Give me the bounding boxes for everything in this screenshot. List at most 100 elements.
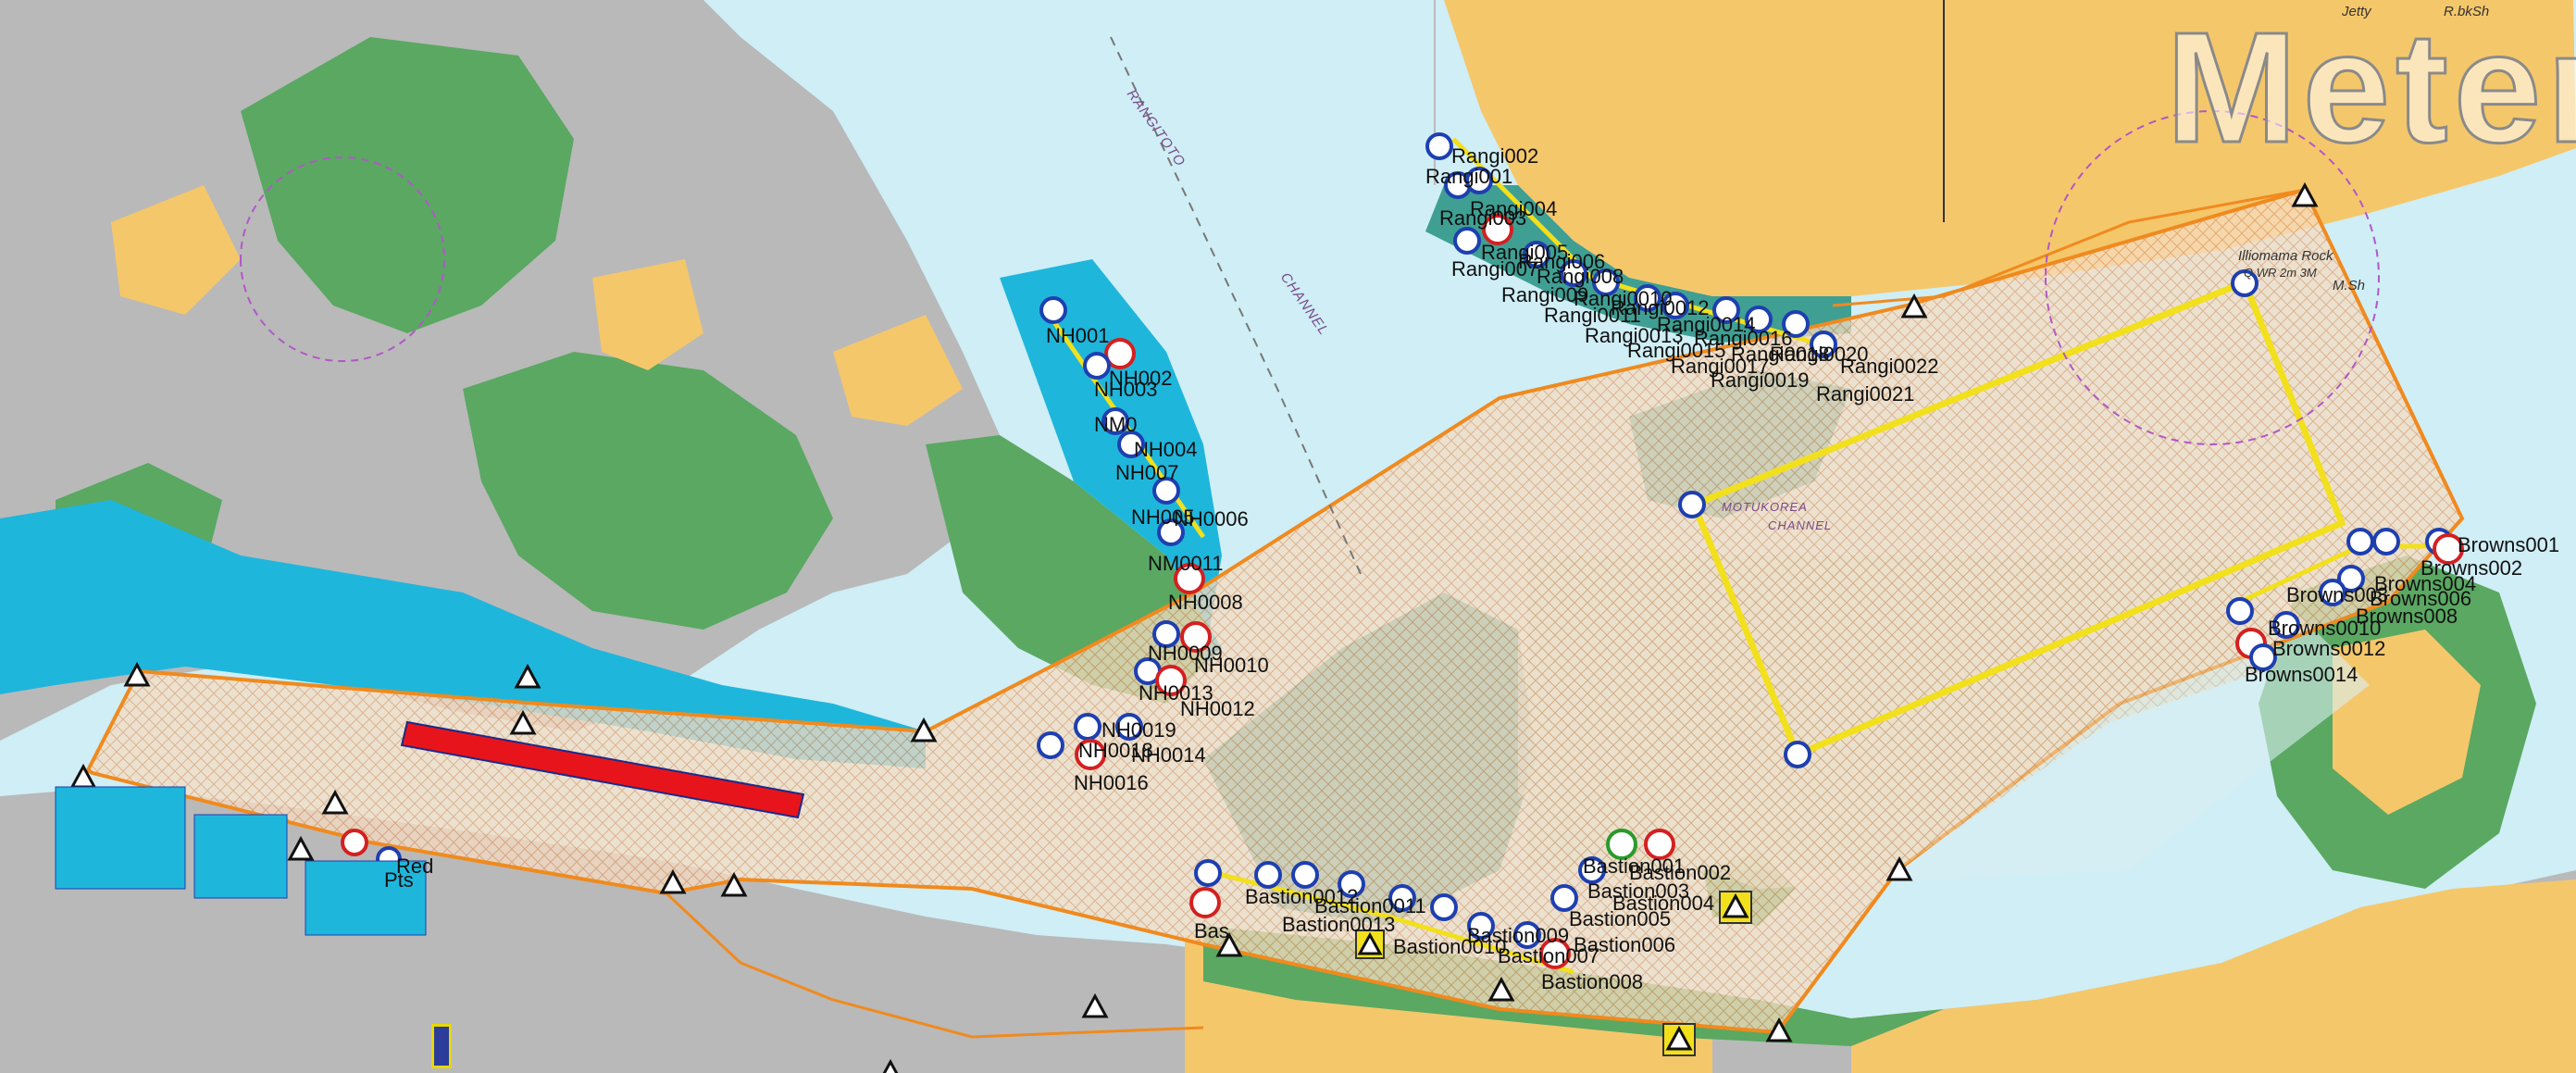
- mooring-label-browns001[interactable]: Browns001: [2458, 533, 2560, 556]
- watermark-text: Meter: [2164, 0, 2576, 176]
- mooring-label-rangi001[interactable]: Rangi001: [1425, 165, 1513, 188]
- mooring-buoy: [2249, 643, 2277, 671]
- mooring-label-nh003[interactable]: NH003: [1094, 378, 1158, 401]
- mooring-label-bastion011[interactable]: Bastion0011: [1314, 894, 1426, 917]
- mooring-label-rangi015[interactable]: Rangi0015: [1627, 339, 1726, 362]
- mooring-label-nh006[interactable]: NH0006: [1174, 507, 1249, 530]
- mooring-label-browns004[interactable]: Browns004: [2374, 572, 2477, 595]
- mooring-label-bastion007[interactable]: Bastion007: [1498, 944, 1600, 967]
- beacon-triangle: [509, 709, 537, 735]
- mooring-label-nh005[interactable]: NH005: [1131, 505, 1195, 529]
- mooring-label-rangi004[interactable]: Rangi004: [1470, 197, 1558, 220]
- yellow-beacon-group: [1355, 891, 1752, 1056]
- mooring-label-bastion002[interactable]: Bastion002: [1629, 861, 1732, 884]
- mooring-label-nh016[interactable]: NH0016: [1074, 771, 1149, 794]
- mooring-label-rangi019[interactable]: Rangi0019: [1711, 368, 1810, 392]
- mooring-label-rangi002[interactable]: Rangi002: [1451, 144, 1539, 168]
- mooring-buoy-red: [1075, 739, 1106, 770]
- mooring-label-nh008[interactable]: NH0008: [1168, 591, 1243, 614]
- mooring-label-rangi022[interactable]: Rangi0022: [1840, 355, 1939, 378]
- mooring-group-bastion[interactable]: [1189, 829, 1675, 969]
- park-area-2: [463, 352, 833, 630]
- mooring-buoy: [2272, 611, 2300, 639]
- mooring-label-wharf-red[interactable]: Red: [396, 855, 434, 878]
- mooring-label-nm0011[interactable]: NM0011: [1148, 552, 1224, 575]
- mooring-label-bastion008[interactable]: Bastion008: [1541, 970, 1644, 993]
- mooring-group-browns[interactable]: [2226, 528, 2464, 671]
- mooring-label-rangi009[interactable]: Rangi009: [1501, 283, 1589, 306]
- mooring-label-nh014[interactable]: NH0014: [1131, 743, 1206, 767]
- red-marker-bar[interactable]: [400, 720, 805, 819]
- mooring-label-bastion009[interactable]: Bastion009: [1467, 924, 1570, 947]
- mooring-buoy: [1634, 284, 1661, 312]
- mooring-label-rangi005[interactable]: Rangi005: [1481, 241, 1569, 264]
- mooring-label-rangi021[interactable]: Rangi0021: [1816, 382, 1915, 405]
- land-patch-3: [833, 315, 963, 426]
- mooring-label-browns002[interactable]: Browns002: [2420, 556, 2523, 580]
- mooring-label-nh018[interactable]: NH0018: [1078, 739, 1153, 762]
- beacon-triangle: [1900, 293, 1928, 318]
- mooring-label-rangi007[interactable]: Rangi007: [1451, 257, 1539, 281]
- mooring-label-bastion003[interactable]: Bastion003: [1587, 880, 1690, 903]
- beacon-triangle: [910, 717, 938, 742]
- mooring-label-bastion012[interactable]: Bastion0012: [1245, 885, 1359, 908]
- mooring-label-browns012[interactable]: Browns0012: [2272, 637, 2386, 660]
- mooring-label-wharf-pts[interactable]: Pts: [384, 868, 414, 892]
- mooring-label-nh010[interactable]: NH0010: [1194, 654, 1269, 677]
- mooring-label-nm0[interactable]: NM0: [1094, 413, 1138, 436]
- beacon-triangle: [1765, 1017, 1793, 1042]
- mooring-label-nh013[interactable]: NH0013: [1139, 681, 1213, 705]
- mooring-label-rangi020[interactable]: Rangi0020: [1770, 343, 1869, 366]
- mooring-buoy: [1254, 861, 1282, 889]
- mooring-group-nh[interactable]: [1037, 296, 1212, 770]
- mooring-buoy: [1101, 407, 1129, 435]
- mooring-label-nh012[interactable]: NH0012: [1180, 697, 1255, 720]
- mooring-buoy: [1430, 893, 1458, 921]
- mooring-label-rangi012[interactable]: Rangi0012: [1611, 296, 1710, 319]
- mooring-label-rangi017[interactable]: Rangi0017: [1671, 355, 1770, 378]
- mooring-buoy: [1712, 296, 1740, 324]
- mooring-label-nh007[interactable]: NH007: [1115, 461, 1179, 484]
- chart-label-jetty: Jetty: [2342, 4, 2371, 19]
- mooring-label-nh019[interactable]: NH0019: [1101, 718, 1176, 742]
- mooring-label-rangi014[interactable]: Rangi0014: [1657, 313, 1756, 336]
- beacon-triangle: [514, 663, 541, 689]
- mooring-label-bastion-a[interactable]: Bas: [1194, 919, 1229, 942]
- beacon-triangle: [1081, 992, 1109, 1018]
- mooring-label-nh009[interactable]: NH0009: [1148, 642, 1223, 665]
- mooring-label-bastion010[interactable]: Bastion0010: [1393, 935, 1507, 958]
- mooring-label-rangi011[interactable]: Rangi0011: [1544, 304, 1641, 327]
- mooring-label-rangi016[interactable]: Rangi0016: [1694, 327, 1793, 350]
- mooring-label-browns010[interactable]: Browns0010: [2268, 617, 2382, 640]
- mooring-label-nh001[interactable]: NH001: [1046, 324, 1110, 347]
- mooring-label-browns014[interactable]: Browns0014: [2245, 663, 2358, 686]
- anchorage-area[interactable]: [1689, 278, 2346, 759]
- mooring-label-bastion004[interactable]: Bastion004: [1612, 892, 1715, 915]
- mooring-label-rangi008[interactable]: Rangi008: [1537, 265, 1624, 288]
- mooring-group-rangi[interactable]: [1425, 132, 2259, 768]
- mooring-label-browns008[interactable]: Browns008: [2356, 605, 2458, 628]
- mooring-label-bastion013[interactable]: Bastion0013: [1282, 913, 1396, 936]
- mooring-label-bastion005[interactable]: Bastion005: [1569, 907, 1672, 930]
- mooring-label-rangi006[interactable]: Rangi006: [1518, 250, 1606, 273]
- chart-label-rock: Illiomama Rock: [2238, 248, 2333, 264]
- mooring-label-rangi010[interactable]: Rangi0010: [1574, 287, 1673, 310]
- mooring-label-bastion006[interactable]: Bastion006: [1574, 933, 1676, 956]
- mooring-buoy-red: [1104, 338, 1136, 369]
- mooring-label-nh002[interactable]: NH002: [1109, 367, 1173, 390]
- mooring-label-rangi003[interactable]: Rangi003: [1439, 206, 1527, 230]
- mooring-label-browns003[interactable]: Browns003: [2286, 583, 2389, 606]
- chart-label-motukorea: MOTUKOREA: [1722, 500, 1808, 514]
- mooring-buoy-red: [1189, 887, 1221, 918]
- mooring-label-rangi013[interactable]: Rangi0013: [1585, 324, 1684, 347]
- mooring-buoy: [2226, 597, 2254, 625]
- mooring-buoy-red: [2433, 533, 2464, 565]
- mooring-label-browns006[interactable]: Browns006: [2370, 587, 2472, 610]
- route-line-north: [1832, 188, 2306, 307]
- mooring-label-rangi018[interactable]: Rangi0018: [1731, 343, 1830, 366]
- mooring-buoy: [1039, 296, 1067, 324]
- mooring-label-bastion001[interactable]: Bastion001: [1583, 855, 1686, 878]
- mooring-label-nh004[interactable]: NH004: [1134, 438, 1198, 461]
